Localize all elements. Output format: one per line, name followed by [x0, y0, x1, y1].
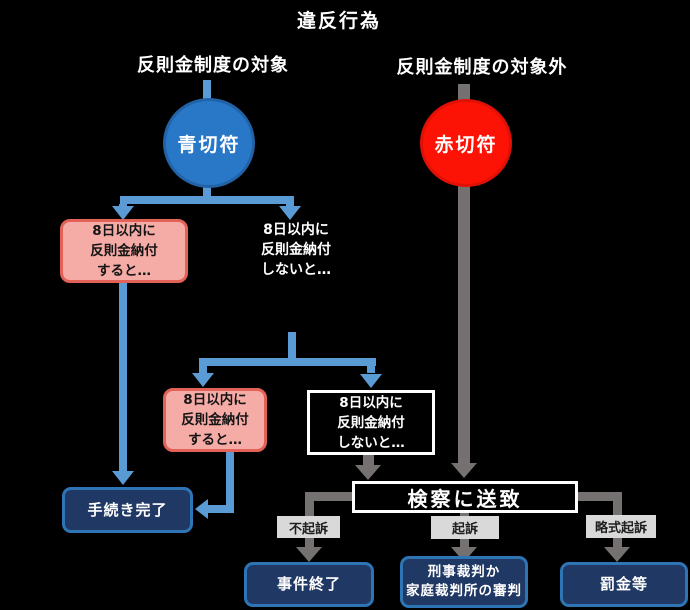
connector-right-elbow-vertical — [613, 492, 622, 517]
procedure-complete-label: 手続き完了 — [87, 500, 168, 519]
blue-ticket-label: 青切符 — [177, 133, 241, 156]
case-closed-label: 事件終了 — [276, 575, 341, 593]
pay2-line2: 反則金納付 — [181, 412, 249, 428]
court-label-line2: 家庭裁判所の審判 — [406, 583, 522, 599]
arrowhead-to-complete-right — [195, 499, 208, 519]
arrowhead-to-case-closed — [296, 547, 322, 562]
court-label-line1: 刑事裁判か — [427, 564, 501, 580]
pay2-line1: 8日以内に — [183, 392, 247, 408]
fine-box: 罰金等 — [560, 562, 688, 607]
connector-split-bar-top — [120, 196, 294, 204]
nopay1-line2: 反則金納付 — [261, 242, 331, 258]
criminal-or-family-court-box: 刑事裁判か 家庭裁判所の審判 — [400, 556, 528, 608]
connector-red-circle-to-prosecutor — [458, 180, 470, 464]
pay-within-8-days-box-1: 8日以内に 反則金納付 すると… — [60, 219, 188, 283]
connector-pay2-elbow-vertical — [226, 452, 234, 513]
connector-pay2-elbow-horizontal — [208, 505, 234, 513]
pay1-line2: 反則金納付 — [90, 243, 158, 259]
connector-left-elbow-horizontal — [305, 492, 353, 501]
pay1-line1: 8日以内に — [92, 223, 156, 239]
fine-label: 罰金等 — [599, 575, 648, 593]
connector-prosecution-stub — [460, 513, 469, 518]
non-prosecution-text: 不起訴 — [288, 521, 328, 537]
no-pay-within-8-days-box-2: 8日以内に 反則金納付 しないと… — [307, 390, 435, 455]
connector-nonprosecution-stem — [305, 538, 314, 547]
nopay2-line2: 反則金納付 — [337, 414, 405, 431]
pay2-line3: すると… — [188, 432, 242, 448]
heading-within-penalty-system: 反則金制度の対象 — [137, 55, 289, 76]
nopay1-line1: 8日以内に — [263, 222, 329, 238]
connector-blue-circle-stub — [203, 184, 211, 200]
heading-outside-penalty-system: 反則金制度の対象外 — [396, 57, 568, 78]
prosecution-label: 起訴 — [431, 516, 499, 539]
arrowhead-red-to-prosecutor — [451, 463, 477, 478]
connector-left-elbow-vertical — [305, 492, 314, 517]
arrowhead-to-nopay1 — [279, 206, 301, 220]
pay-within-8-days-box-2: 8日以内に 反則金納付 すると… — [163, 388, 267, 452]
nopay2-line3: しないと… — [337, 434, 405, 451]
summary-prosecution-label: 略式起訴 — [586, 515, 656, 538]
arrowhead-to-pay1 — [112, 206, 134, 220]
connector-nopay2-stub — [363, 454, 374, 466]
connector-right-elbow-horizontal — [578, 492, 622, 501]
arrowhead-to-complete-top — [112, 471, 134, 485]
connector-summary-stem — [613, 538, 622, 547]
nopay2-line1: 8日以内に — [339, 394, 403, 411]
connector-nopay1-stub — [288, 332, 296, 360]
nopay1-line3: しないと… — [261, 262, 331, 278]
connector-mid-right-stem — [367, 366, 375, 373]
blue-ticket-node: 青切符 — [163, 98, 255, 188]
prosecution-text: 起訴 — [451, 522, 478, 537]
diagram-title: 違反行為 — [296, 10, 381, 32]
connector-pay1-to-complete — [119, 282, 127, 472]
connector-split-bar-mid — [199, 358, 376, 366]
summary-prosecution-text: 略式起訴 — [594, 521, 647, 536]
procedure-complete-box: 手続き完了 — [62, 487, 193, 533]
connector-mid-left-stem — [199, 366, 207, 373]
sent-to-prosecutor-label: 検察に送致 — [407, 486, 523, 511]
arrowhead-nopay2-to-prosecutor — [355, 465, 381, 480]
non-prosecution-label: 不起訴 — [277, 516, 340, 538]
arrowhead-to-nopay2 — [360, 374, 382, 388]
red-ticket-label: 赤切符 — [434, 133, 498, 156]
sent-to-prosecutor-box: 検察に送致 — [352, 481, 578, 513]
connector-prosecution-stem — [460, 539, 469, 547]
red-ticket-node: 赤切符 — [420, 99, 512, 187]
arrowhead-to-pay2 — [192, 373, 214, 387]
pay1-line3: すると… — [97, 263, 151, 279]
arrowhead-to-fine — [604, 547, 630, 562]
case-closed-box: 事件終了 — [244, 562, 374, 607]
connector-heading-to-blue-circle — [203, 80, 211, 105]
no-pay-within-8-days-text-1: 8日以内に 反則金納付 しないと… — [234, 220, 358, 280]
